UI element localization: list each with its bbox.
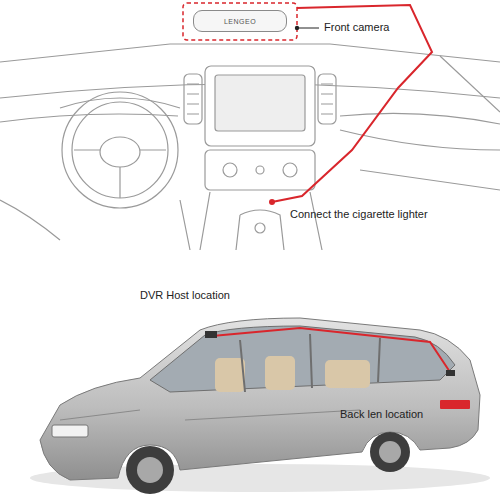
callout-label: Back len location (340, 408, 423, 421)
callout-label: Front camera (324, 21, 389, 34)
callout-label: DVR Host location (140, 289, 230, 302)
callout-label: Connect the cigarette lighter (290, 208, 428, 221)
brand-name: LENGEO (224, 18, 256, 25)
power-cable (272, 5, 432, 202)
leader-dot (295, 26, 299, 30)
dvr-host (205, 331, 217, 338)
dashboard-drawing (0, 44, 500, 250)
camera-highlight (183, 3, 297, 40)
camera-cable (212, 328, 450, 372)
car-illustration (30, 318, 490, 494)
rear-camera (446, 370, 455, 376)
leader-line (297, 28, 319, 29)
rear-view-mirror: LENGEO (193, 10, 287, 32)
lighter-socket (269, 199, 275, 205)
